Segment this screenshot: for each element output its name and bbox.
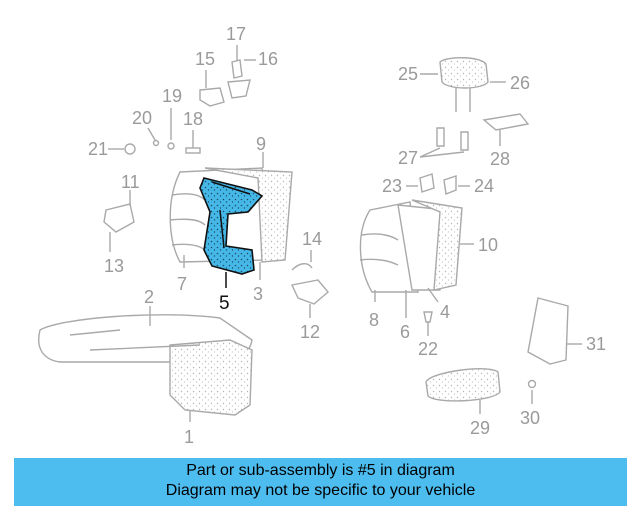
callout-label-29: 29 bbox=[470, 418, 490, 438]
callout-label-3: 3 bbox=[253, 284, 263, 304]
callout-label-2: 2 bbox=[144, 287, 154, 307]
callout-4: 4 bbox=[427, 287, 450, 322]
callout-label-11: 11 bbox=[121, 172, 140, 192]
callout-16: 16 bbox=[227, 49, 278, 99]
callout-11: 11 bbox=[121, 172, 140, 206]
bracket-13: 13 bbox=[103, 203, 135, 276]
callout-18: 18 bbox=[183, 109, 203, 154]
callout-20: 20 bbox=[132, 108, 160, 147]
callout-label-31: 31 bbox=[586, 334, 606, 354]
callout-label-10: 10 bbox=[478, 235, 498, 255]
callout-23: 23 bbox=[382, 173, 435, 196]
info-banner: Part or sub-assembly is #5 in diagram Di… bbox=[14, 458, 627, 506]
callout-9: 9 bbox=[256, 134, 266, 168]
callout-label-23: 23 bbox=[382, 176, 402, 196]
callout-label-9: 9 bbox=[256, 134, 266, 154]
callout-label-13: 13 bbox=[104, 256, 124, 276]
callout-2: 2 bbox=[144, 287, 154, 326]
callout-5: 5 bbox=[219, 272, 230, 314]
callout-15: 15 bbox=[195, 49, 225, 107]
callout-label-30: 30 bbox=[520, 408, 540, 428]
armrest-29: 29 bbox=[425, 368, 501, 438]
callout-21: 21 bbox=[88, 139, 136, 159]
callout-label-7: 7 bbox=[177, 274, 187, 294]
callout-1: 1 bbox=[184, 410, 194, 447]
callout-label-25: 25 bbox=[398, 64, 418, 84]
banner-line-1: Part or sub-assembly is #5 in diagram bbox=[186, 462, 455, 479]
callout-label-15: 15 bbox=[195, 49, 215, 69]
seatback-right bbox=[359, 199, 463, 293]
part-12: 12 bbox=[290, 279, 329, 342]
callout-14: 14 bbox=[291, 229, 322, 271]
callout-label-20: 20 bbox=[132, 108, 152, 128]
highlighted-part-5 bbox=[199, 177, 264, 275]
callout-25: 25 bbox=[398, 64, 438, 84]
callout-label-6: 6 bbox=[400, 322, 410, 342]
callout-3: 3 bbox=[253, 262, 263, 304]
callout-30: 30 bbox=[520, 379, 540, 428]
callout-label-26: 26 bbox=[510, 73, 530, 93]
callout-24: 24 bbox=[443, 175, 494, 196]
callout-17: 17 bbox=[226, 24, 246, 79]
callout-label-21: 21 bbox=[88, 139, 108, 159]
callout-label-5: 5 bbox=[219, 293, 230, 314]
callout-27: 27 bbox=[398, 127, 469, 168]
callout-label-18: 18 bbox=[183, 109, 203, 129]
callout-label-17: 17 bbox=[226, 24, 246, 44]
panel-31: 31 bbox=[527, 297, 606, 365]
callout-label-16: 16 bbox=[258, 49, 278, 69]
callout-label-22: 22 bbox=[418, 339, 438, 359]
callout-label-28: 28 bbox=[490, 149, 510, 169]
callout-label-12: 12 bbox=[300, 322, 320, 342]
callout-22: 22 bbox=[418, 311, 438, 359]
callout-7: 7 bbox=[177, 255, 187, 294]
callout-28: 28 bbox=[482, 113, 530, 169]
callout-label-24: 24 bbox=[474, 176, 494, 196]
seat-cushion bbox=[38, 314, 253, 416]
callout-19: 19 bbox=[162, 86, 182, 150]
callout-10: 10 bbox=[460, 235, 498, 255]
callout-8: 8 bbox=[369, 290, 379, 330]
callout-label-1: 1 bbox=[184, 427, 194, 447]
callout-label-14: 14 bbox=[302, 229, 322, 249]
callout-label-8: 8 bbox=[369, 310, 379, 330]
callout-label-4: 4 bbox=[440, 302, 450, 322]
headrest bbox=[439, 57, 489, 112]
callout-label-27: 27 bbox=[398, 148, 418, 168]
callout-label-19: 19 bbox=[162, 86, 182, 106]
callout-26: 26 bbox=[490, 73, 530, 93]
callout-6: 6 bbox=[400, 290, 410, 342]
banner-line-2: Diagram may not be specific to your vehi… bbox=[165, 482, 476, 499]
